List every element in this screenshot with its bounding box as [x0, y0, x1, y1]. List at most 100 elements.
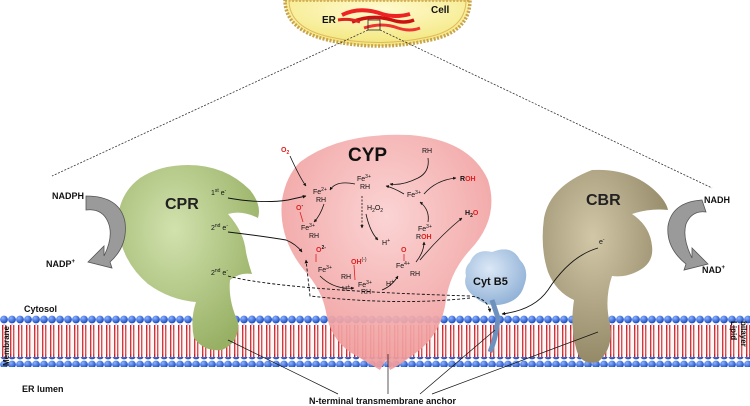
diagram-text: -	[301, 203, 303, 209]
diagram-text: +	[387, 238, 390, 244]
cyp-label: CYP	[348, 145, 387, 166]
diagram-text: +	[391, 279, 394, 285]
diagram-text: 2	[286, 150, 289, 156]
diagram-text: 2-	[321, 245, 326, 251]
diagram-text: OH	[421, 234, 432, 241]
nad-sup: +	[722, 265, 726, 271]
diagram-text: -	[225, 188, 227, 194]
diagram-text: H	[342, 286, 347, 293]
diagram-text: 3+	[365, 174, 371, 180]
diagram-text: OH	[351, 259, 362, 266]
cytb5-protein: Cyt B5	[465, 249, 527, 353]
oh-minus: OH(-)	[351, 257, 367, 266]
diagram-text: 2	[372, 208, 375, 214]
diagram-text: 3+	[426, 224, 432, 230]
cbr-electron-label: e-	[599, 237, 605, 246]
fe2: Fe2+	[313, 187, 327, 196]
second-electron-label-a: 2nd e-	[211, 223, 228, 232]
cell-label: Cell	[431, 5, 450, 16]
nad-text: NAD	[702, 265, 722, 275]
fe3-low: Fe3+	[358, 280, 372, 289]
h-plus-mid: H+	[382, 238, 390, 247]
fe3-mid: Fe3+	[301, 223, 315, 232]
diagram-text: OH	[465, 176, 476, 183]
diagram-text: O	[316, 247, 322, 254]
catalytic-cycle: O2 RH Fe3+ RH Fe2+ RH O- Fe3+ RH O2- Fe3…	[281, 147, 479, 296]
diagram-text: 2	[470, 213, 473, 219]
fe3-roh-roh: ROH	[416, 234, 432, 241]
cbr-protein: CBR	[542, 169, 668, 363]
diagram-text: 2	[380, 208, 383, 214]
nadh-label: NADH	[704, 195, 730, 205]
diagram-text: e	[220, 270, 226, 277]
diagram-text: 2	[211, 270, 215, 277]
diagram-text: e	[219, 190, 225, 197]
diagram-text: 3+	[366, 280, 372, 286]
second-electron-arrow-b	[227, 275, 492, 313]
diagram-text: O	[375, 205, 381, 212]
nadp-text: NADP	[46, 259, 72, 269]
diagram-text: Fe	[313, 189, 321, 196]
o2-minus: O2-	[316, 245, 326, 254]
nadp-label: NADP+	[46, 259, 76, 269]
rh-input-label: RH	[422, 148, 432, 155]
first-electron-arrow	[227, 194, 307, 203]
second-electron-arrow-a	[227, 231, 303, 253]
diagram-text: -	[226, 223, 228, 229]
diagram-text: H	[465, 210, 470, 217]
diagram-text: Fe	[301, 225, 309, 232]
cbr-label: CBR	[586, 192, 621, 209]
diagram-text: 3+	[415, 190, 421, 196]
diagram-text: O	[281, 147, 287, 154]
diagram-text: st	[215, 188, 220, 194]
nadp-sup: +	[72, 259, 76, 265]
er-label: ER	[322, 15, 337, 26]
diagram-text: (-)	[362, 257, 367, 263]
cbr-electron-arrow	[501, 247, 599, 316]
cell-illustration: ER Cell	[283, 0, 472, 48]
diagram-text: R	[416, 234, 421, 241]
fe3-top: Fe3+	[357, 174, 371, 183]
fe2-rh: RH	[316, 197, 326, 204]
b5-to-cyp-arrow	[304, 259, 471, 303]
o-fe4: O	[401, 247, 407, 254]
h-plus-right: H+	[386, 279, 394, 288]
diagram-text: -	[226, 268, 228, 274]
cytosol-label: Cytosol	[24, 304, 57, 314]
diagram-text: Fe	[318, 267, 326, 274]
diagram-text: -	[603, 237, 605, 243]
cyp-protein: CYP	[281, 134, 492, 370]
fe4: Fe4+	[396, 261, 410, 270]
first-electron-label: 1st e-	[211, 188, 227, 197]
diagram-text: Fe	[396, 263, 404, 270]
fe3-low-rh: RH	[361, 289, 371, 296]
fe3-roh: Fe3+	[418, 224, 432, 233]
er-lumen-label: ER lumen	[22, 384, 64, 394]
fe3-o2: Fe3+	[318, 265, 332, 274]
o-minus: O-	[296, 203, 303, 212]
diagram-text: Fe	[358, 282, 366, 289]
diagram-text: 1	[211, 190, 215, 197]
diagram-text: e	[220, 225, 226, 232]
anchor-label: N-terminal transmembrane anchor	[309, 396, 457, 406]
cytb5-label: Cyt B5	[473, 276, 508, 288]
lipid-label: Lipid	[729, 321, 738, 340]
diagram-text: H	[367, 205, 372, 212]
fe3-right: Fe3+	[407, 190, 421, 199]
diagram-text: 2	[211, 225, 215, 232]
fe3-top-rh: RH	[360, 184, 370, 191]
diagram-text: nd	[215, 223, 221, 229]
diagram-text: 4+	[404, 261, 410, 267]
diagram-text: H	[386, 281, 391, 288]
diagram-text: 3+	[309, 223, 315, 229]
diagram-text: R	[460, 176, 465, 183]
nadh-arrow	[667, 199, 709, 271]
diagram-text: nd	[215, 268, 221, 274]
fe4-rh: RH	[410, 271, 420, 278]
h2o2-label: H2O2	[367, 205, 383, 214]
membrane-label: Membrane	[2, 325, 11, 366]
zoom-line-right	[379, 29, 713, 189]
roh-out-label: ROH	[460, 176, 476, 183]
rh-o2: RH	[341, 274, 351, 281]
nadph-arrow	[85, 195, 126, 269]
